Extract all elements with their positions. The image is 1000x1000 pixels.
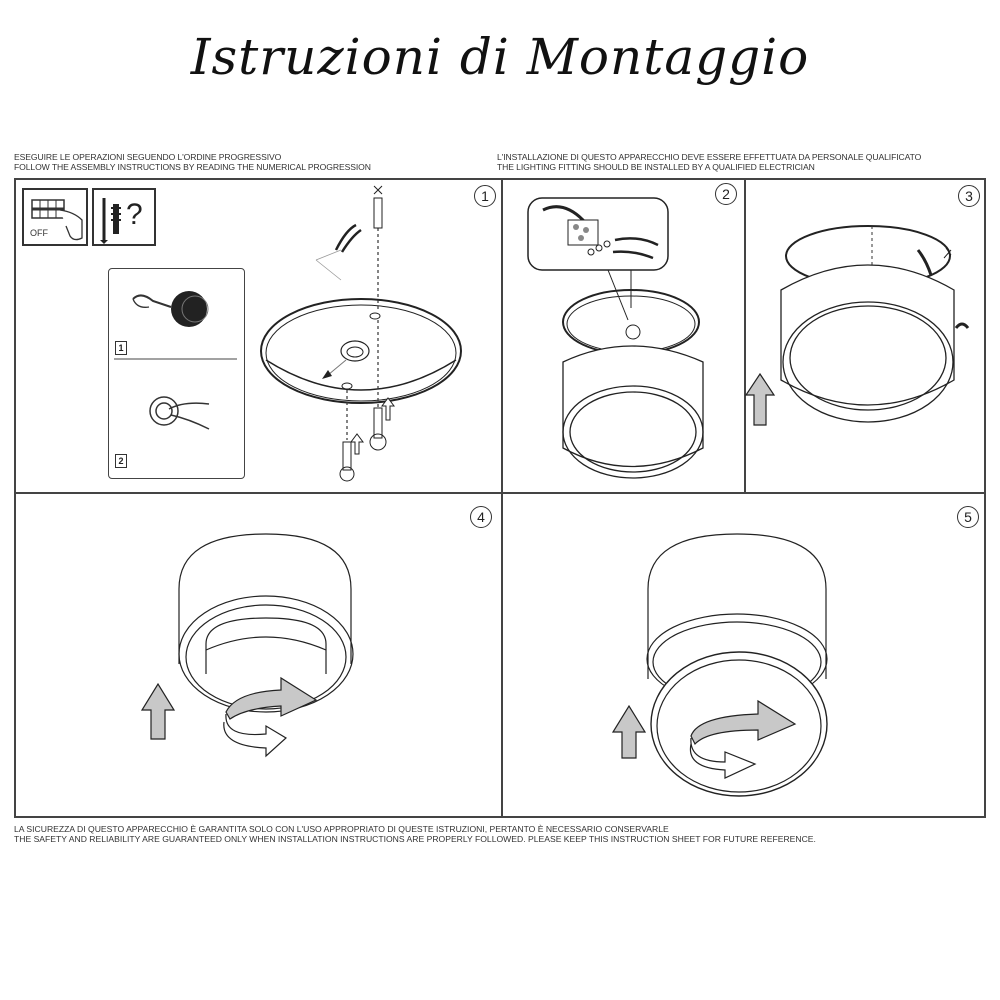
divider-vertical-main	[501, 178, 503, 818]
page-title: Istruzioni di Montaggio	[190, 28, 810, 86]
screw-plug-icon: ?	[92, 188, 156, 246]
rotate-lock-drawing	[140, 533, 354, 758]
header-left-it: ESEGUIRE LE OPERAZIONI SEGUENDO L'ORDINE…	[14, 152, 282, 162]
step-1-panel: 1 OFF ? 1 2	[16, 180, 501, 492]
question-mark: ?	[126, 198, 143, 231]
header-left: ESEGUIRE LE OPERAZIONI SEGUENDO L'ORDINE…	[14, 152, 371, 172]
step-2-number: 2	[715, 183, 737, 205]
step-5-number: 5	[957, 506, 979, 528]
header-right: L'INSTALLAZIONE DI QUESTO APPARECCHIO DE…	[497, 152, 921, 172]
body-lift-drawing	[744, 225, 970, 426]
power-off-icon: OFF	[22, 188, 88, 246]
header-right-it: L'INSTALLAZIONE DI QUESTO APPARECCHIO DE…	[497, 152, 922, 162]
step-5-panel: 5	[503, 494, 984, 816]
footer-en: THE SAFETY AND RELIABILITY ARE GUARANTEE…	[14, 834, 816, 844]
footer-note: LA SICUREZZA DI QUESTO APPARECCHIO È GAR…	[14, 824, 816, 844]
step-4-number: 4	[470, 506, 492, 528]
substep-2-number: 2	[115, 454, 127, 468]
step-1-number: 1	[474, 185, 496, 207]
terminal-connection-drawing	[527, 197, 704, 479]
diffuser-lock-drawing	[611, 533, 828, 797]
header-left-en: FOLLOW THE ASSEMBLY INSTRUCTIONS BY READ…	[14, 162, 371, 172]
step-2-panel: 2	[503, 180, 744, 492]
header-right-en: THE LIGHTING FITTING SHOULD BE INSTALLED…	[497, 162, 815, 172]
instructions-frame	[14, 178, 986, 818]
footer-it: LA SICUREZZA DI QUESTO APPARECCHIO È GAR…	[14, 824, 669, 834]
step-3-panel: 3	[744, 180, 984, 492]
divider-vertical-top	[744, 178, 746, 494]
off-label: OFF	[30, 228, 48, 238]
step-3-number: 3	[958, 185, 980, 207]
substep-1-number: 1	[115, 341, 127, 355]
step-4-panel: 4	[16, 494, 501, 816]
base-plate-drawing	[260, 185, 462, 482]
wiring-detail-inset: 1 2	[108, 268, 245, 479]
divider-horizontal	[14, 492, 986, 494]
